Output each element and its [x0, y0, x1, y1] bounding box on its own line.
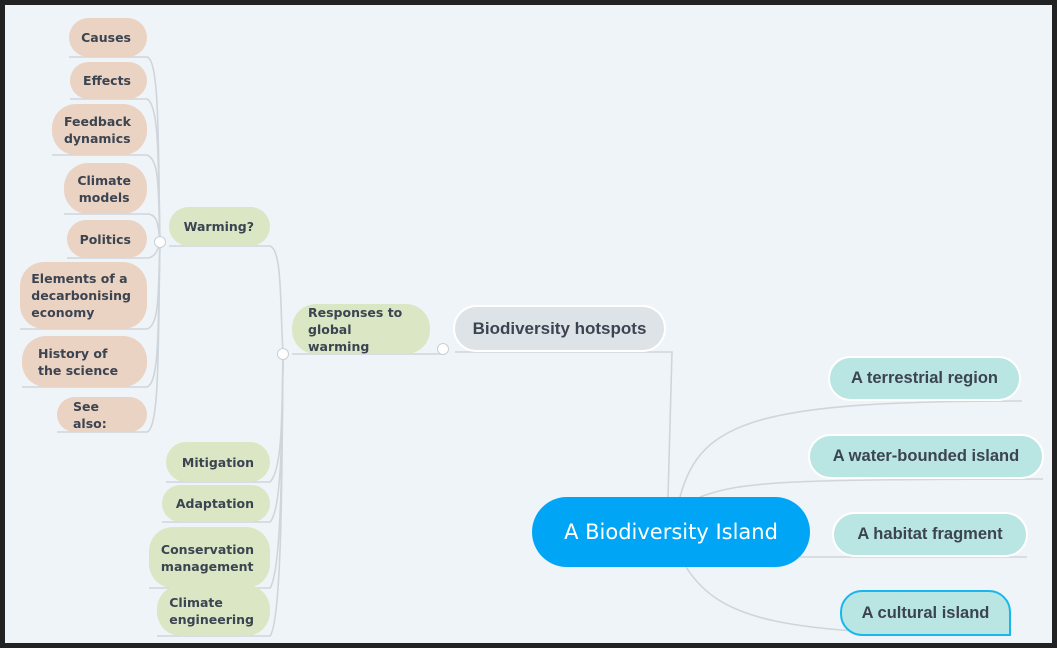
node-label: Politics [79, 231, 131, 247]
node-label: A terrestrial region [850, 369, 999, 387]
node-label: Mitigation [181, 454, 254, 470]
node-responses-to-global-warming[interactable]: Responses to global warming [292, 304, 430, 354]
collapse-toggle-responses[interactable] [277, 348, 289, 360]
node-warming[interactable]: Warming? [169, 207, 270, 246]
node-habitat-fragment[interactable]: A habitat fragment [832, 512, 1028, 557]
node-label: A cultural island [861, 603, 990, 622]
node-cultural-island[interactable]: A cultural island [840, 590, 1011, 636]
node-climate-engineering[interactable]: Climate engineering [157, 585, 270, 636]
node-effects[interactable]: Effects [70, 62, 147, 99]
node-label: Conservation management [160, 541, 254, 574]
node-climate-models[interactable]: Climate models [64, 163, 147, 214]
node-label: Climate models [77, 172, 131, 205]
node-label: Elements of a decarbonising economy [31, 271, 131, 320]
node-label: Warming? [183, 219, 254, 234]
node-label: Feedback dynamics [63, 113, 131, 146]
central-topic[interactable]: A Biodiversity Island [532, 497, 810, 567]
node-conservation-management[interactable]: Conservation management [149, 527, 270, 588]
node-adaptation[interactable]: Adaptation [162, 485, 270, 522]
node-mitigation[interactable]: Mitigation [166, 442, 270, 482]
node-see-also[interactable]: See also: [57, 397, 147, 432]
node-label: Effects [83, 73, 131, 88]
node-biodiversity-hotspots[interactable]: Biodiversity hotspots [453, 305, 666, 352]
collapse-toggle-warming[interactable] [154, 236, 166, 248]
node-history-of-science[interactable]: History of the science [22, 336, 147, 387]
node-label: Responses to global warming [308, 304, 403, 354]
node-label: A water-bounded island [832, 447, 1020, 465]
node-label: Climate engineering [169, 594, 254, 627]
central-topic-label: A Biodiversity Island [564, 519, 778, 544]
node-water-bounded-island[interactable]: A water-bounded island [808, 434, 1044, 479]
node-label: History of the science [38, 345, 119, 378]
node-decarbonising-economy[interactable]: Elements of a decarbonising economy [20, 262, 147, 329]
node-politics[interactable]: Politics [67, 220, 147, 258]
node-label: Biodiversity hotspots [472, 319, 647, 338]
node-label: A habitat fragment [857, 525, 1003, 543]
collapse-toggle-hotspots[interactable] [437, 343, 449, 355]
node-label: Causes [81, 30, 131, 45]
node-feedback-dynamics[interactable]: Feedback dynamics [52, 104, 147, 155]
node-causes[interactable]: Causes [69, 18, 147, 57]
node-terrestrial-region[interactable]: A terrestrial region [828, 356, 1021, 401]
node-label: Adaptation [175, 496, 254, 511]
node-label: See also: [73, 398, 107, 431]
